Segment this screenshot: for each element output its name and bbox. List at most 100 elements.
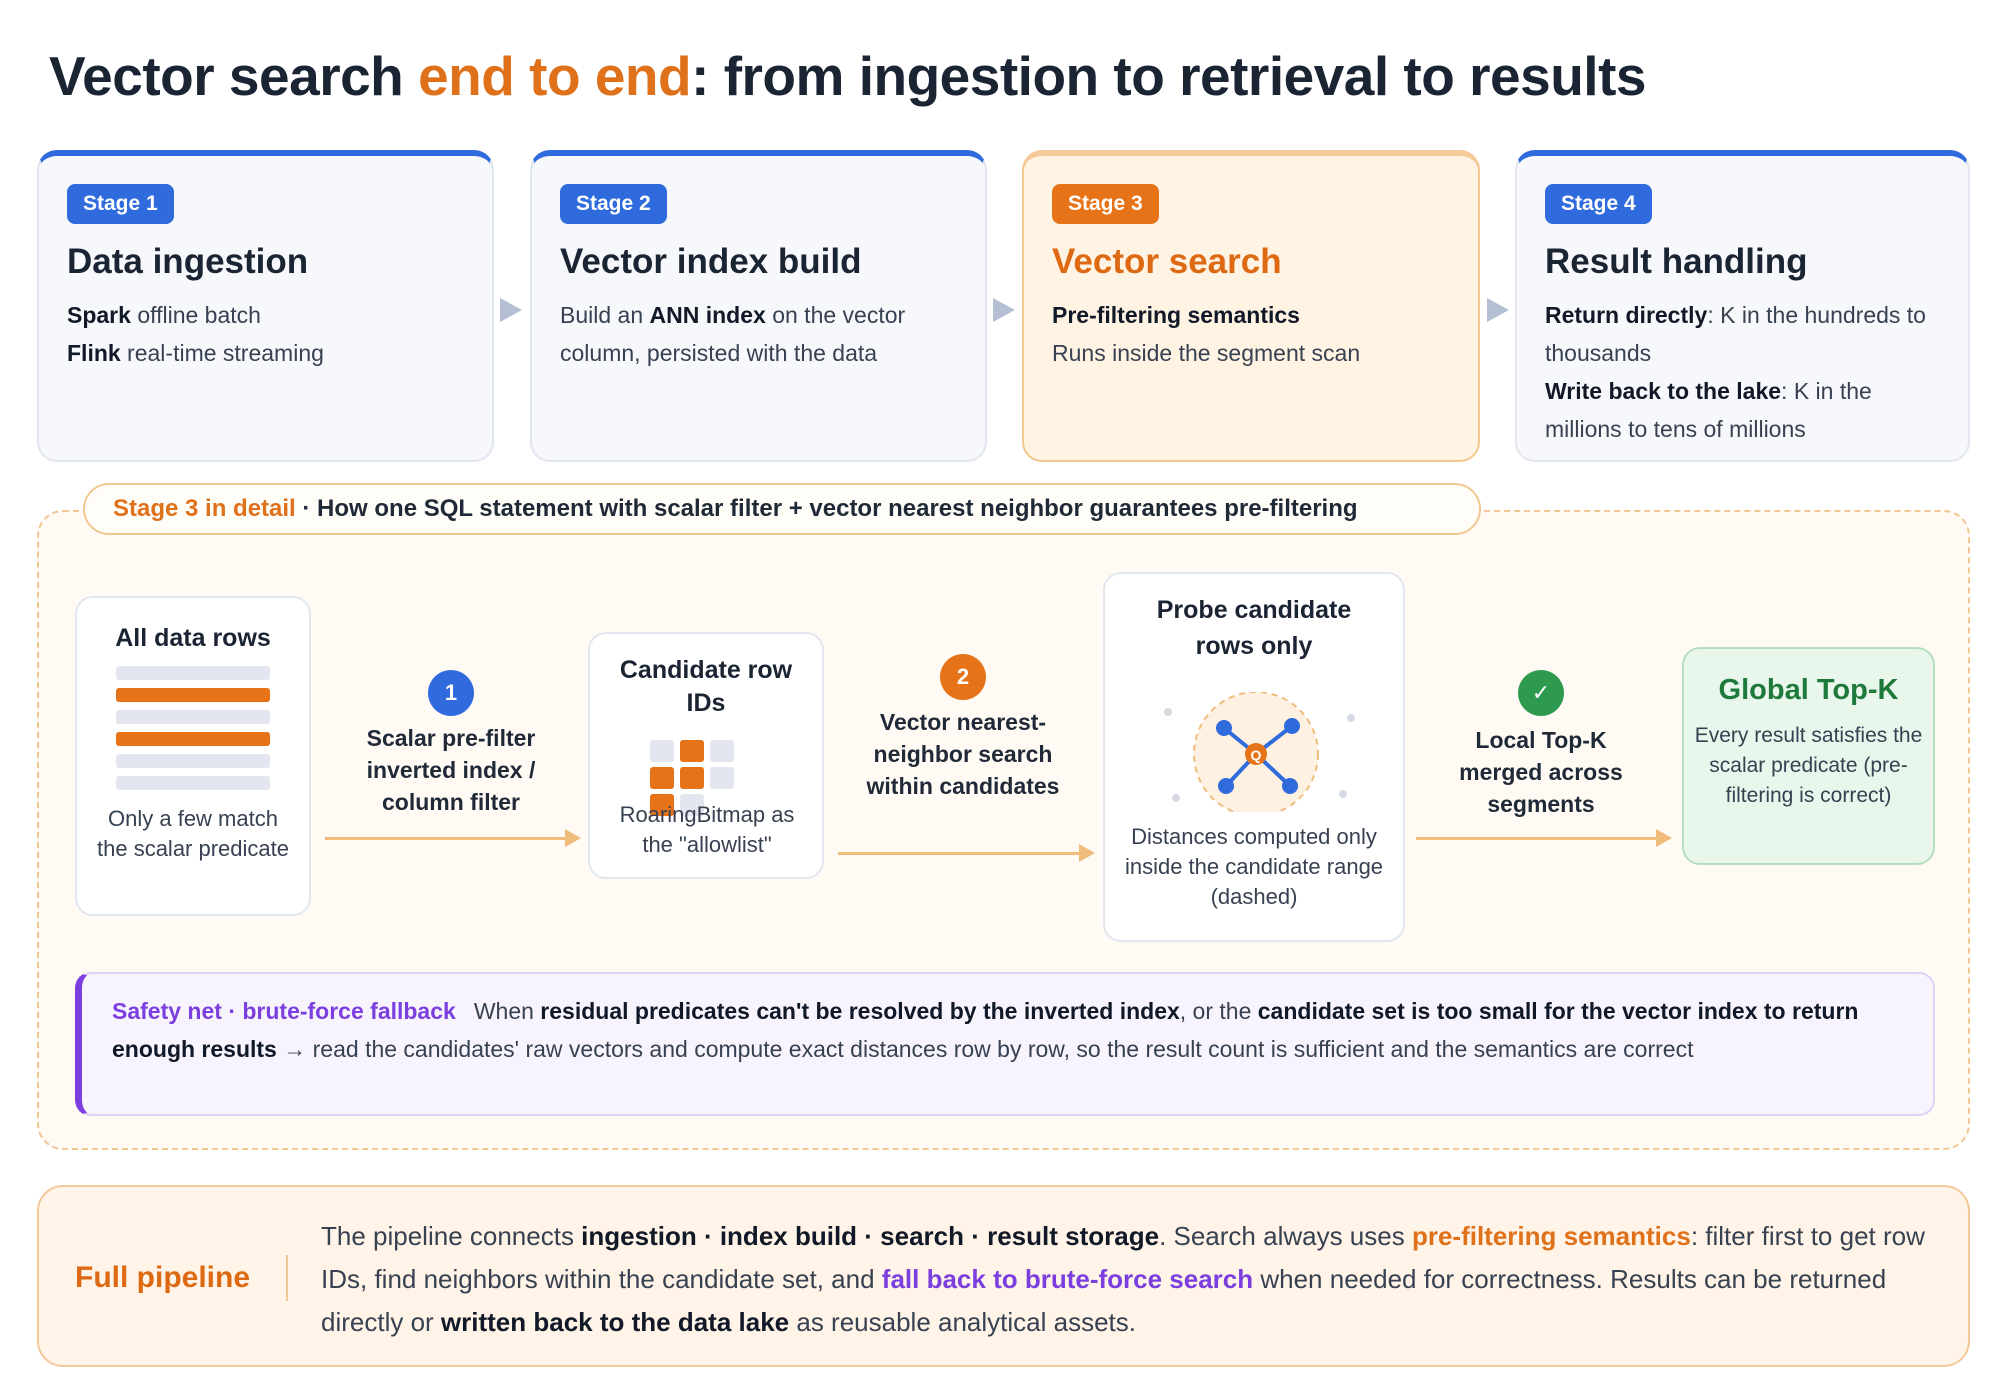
stage-badge: Stage 3 xyxy=(1052,184,1159,224)
row-bar xyxy=(116,776,270,790)
stage-heading: Vector search xyxy=(1052,242,1282,281)
stage-bold: Return directly xyxy=(1545,302,1708,328)
stage-card-2: Stage 2 Vector index build Build an ANN … xyxy=(530,150,987,462)
outside-point xyxy=(1164,708,1172,716)
outside-point xyxy=(1172,794,1180,802)
bitmap-cell-set xyxy=(680,767,704,789)
box-note: RoaringBitmap as the "allowlist" xyxy=(619,802,795,857)
stage-line-text: offline batch xyxy=(130,302,261,328)
stage-arrow-icon xyxy=(993,298,1015,322)
outside-point xyxy=(1347,714,1355,722)
bitmap-cell-set xyxy=(650,794,674,816)
stage-heading: Data ingestion xyxy=(67,242,309,281)
stage-body: Return directly: K in the hundreds to th… xyxy=(1545,296,1942,448)
stage-heading: Vector index build xyxy=(560,242,862,281)
stage-badge: Stage 2 xyxy=(560,184,667,224)
row-bar-match xyxy=(116,732,270,746)
flow-arrow-icon xyxy=(325,829,581,847)
detail-pill-text: · How one SQL statement with scalar filt… xyxy=(295,495,1358,522)
stage-badge: Stage 1 xyxy=(67,184,174,224)
safety-text: → read the candidates' raw vectors and c… xyxy=(276,1036,1694,1062)
step-1-label: Scalar pre-filter inverted index / colum… xyxy=(366,725,536,815)
global-topk-box: Global Top-K Every result satisfies the … xyxy=(1682,647,1935,865)
outside-point xyxy=(1339,790,1347,798)
bitmap-cell-set xyxy=(680,740,704,762)
step-2-label: Vector nearest-neighbor search within ca… xyxy=(866,709,1060,799)
stage-arrow-icon xyxy=(1487,298,1509,322)
pipeline-fallback: fall back to brute-force search xyxy=(881,1264,1254,1294)
stage-line-bold: Flink xyxy=(67,340,121,366)
pipeline-text-part: when needed for correctness. Results can… xyxy=(321,1264,1887,1337)
stage-body: Spark offline batch Flink real-time stre… xyxy=(67,296,466,372)
stage-text: Runs inside the segment scan xyxy=(1052,340,1361,366)
row-bar xyxy=(116,710,270,724)
candidate-point xyxy=(1218,778,1234,794)
probe-graph-icon: Q xyxy=(1164,692,1355,812)
row-bar-match xyxy=(116,688,270,702)
flow-arrow-icon xyxy=(838,844,1095,862)
stage-text: : K in the hundreds to thousands xyxy=(1545,302,1926,366)
box-title: All data rows xyxy=(115,624,271,652)
title-part1: Vector search xyxy=(49,45,419,107)
all-rows-box: All data rows Only a few match the scala… xyxy=(75,596,311,916)
pipeline-divider xyxy=(286,1255,288,1301)
box-title: Global Top-K xyxy=(1718,674,1899,706)
stage-text: Build an xyxy=(560,302,650,328)
title-accent: end to end xyxy=(418,45,692,107)
stage-card-3: Stage 3 Vector search Pre-filtering sema… xyxy=(1022,150,1480,462)
bitmap-cell xyxy=(710,740,734,762)
stage-arrow-icon xyxy=(500,298,522,322)
title-part2: : from ingestion to retrieval to results xyxy=(691,45,1646,107)
candidate-point xyxy=(1216,720,1232,736)
rows-bars-icon xyxy=(116,666,270,798)
step-3-label: Local Top-K merged across segments xyxy=(1459,727,1623,817)
safety-bold: candidate set is too small for the vecto… xyxy=(112,998,1859,1062)
stage-text: on the vector column, persisted with the… xyxy=(560,302,906,366)
stage-body: Build an ANN index on the vector column,… xyxy=(560,296,959,372)
stage-bold: Write back to the lake xyxy=(1545,378,1782,404)
stage-body: Pre-filtering semantics Runs inside the … xyxy=(1052,296,1452,372)
page-title: Vector search end to end: from ingestion… xyxy=(49,44,1646,108)
stage-card-4: Stage 4 Result handling Return directly:… xyxy=(1515,150,1970,462)
detail-pill-accent: Stage 3 in detail xyxy=(113,495,296,522)
row-bar xyxy=(116,754,270,768)
query-glyph: Q xyxy=(1251,747,1262,763)
stage-line-text: real-time streaming xyxy=(120,340,324,366)
step-2-badge: 2 xyxy=(940,654,986,700)
bitmap-grid-icon xyxy=(650,740,766,821)
pipeline-text-part: . Search always uses xyxy=(1159,1221,1412,1251)
box-title: Candidate row IDs xyxy=(619,656,793,717)
box-note: Every result satisfies the scalar predic… xyxy=(1694,724,1923,807)
box-note: Only a few match the scalar predicate xyxy=(97,806,289,861)
bitmap-cell-set xyxy=(650,767,674,789)
safety-text: When xyxy=(473,998,541,1024)
pipeline-bold: written back to the data lake xyxy=(440,1307,790,1337)
candidate-ids-box: Candidate row IDs RoaringBitmap as the "… xyxy=(588,632,824,879)
stage-line-bold: Spark xyxy=(67,302,131,328)
safety-tag: Safety net · brute-force fallback xyxy=(112,998,456,1024)
pipeline-text-part: The pipeline connects xyxy=(321,1221,582,1251)
box-title: Probe candidate rows only xyxy=(1156,596,1352,660)
candidate-point xyxy=(1282,778,1298,794)
stage-card-1: Stage 1 Data ingestion Spark offline bat… xyxy=(37,150,494,462)
full-pipeline-summary: Full pipeline The pipeline connects inge… xyxy=(37,1185,1970,1367)
pipeline-text-part: : filter first to get row IDs, find neig… xyxy=(321,1221,1925,1294)
bitmap-cell xyxy=(680,794,704,816)
pipeline-tag: Full pipeline xyxy=(75,1261,251,1294)
box-note: Distances computed only inside the candi… xyxy=(1124,824,1384,909)
probe-candidates-box: Probe candidate rows only Q Distances co… xyxy=(1103,572,1405,942)
stage-heading: Result handling xyxy=(1545,242,1808,281)
pipeline-bold: ingestion · index build · search · resul… xyxy=(581,1221,1160,1251)
step-1-badge: 1 xyxy=(428,670,474,716)
safety-text: , or the xyxy=(1179,998,1258,1024)
stage-badge: Stage 4 xyxy=(1545,184,1652,224)
flow-arrow-icon xyxy=(1416,829,1672,847)
candidate-point xyxy=(1284,718,1300,734)
check-icon: ✓ xyxy=(1518,670,1564,716)
row-bar xyxy=(116,666,270,680)
detail-heading-pill: Stage 3 in detail · How one SQL statemen… xyxy=(83,483,1481,535)
pipeline-accent: pre-filtering semantics xyxy=(1411,1221,1691,1251)
query-point xyxy=(1245,743,1267,765)
stage-bold: Pre-filtering semantics xyxy=(1052,302,1300,328)
